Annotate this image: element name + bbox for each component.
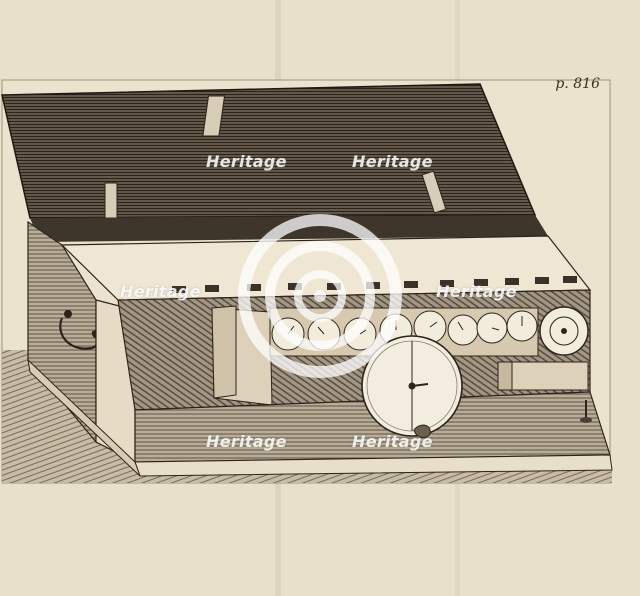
watermark-logo <box>238 214 402 378</box>
side-drawer-face <box>497 361 513 391</box>
watermark-text: Heritage <box>120 282 201 301</box>
lid-hinge <box>104 182 118 220</box>
floor-shadow <box>2 350 612 483</box>
crank-wheel-hub <box>408 382 416 390</box>
watermark-text: Heritage <box>352 432 433 451</box>
box-lid <box>1 83 537 219</box>
watermark-text: Heritage <box>206 432 287 451</box>
base-moulding-left <box>27 358 141 477</box>
handle-bracket <box>64 310 72 318</box>
wheel-stop <box>413 424 431 438</box>
drawer-block-side <box>211 305 237 399</box>
side-drawer <box>497 361 589 391</box>
watermark-text: Heritage <box>206 152 287 171</box>
right-dial-hub <box>561 328 567 334</box>
lid-hinge <box>421 170 447 214</box>
stylus-base <box>580 417 592 423</box>
lid-strap <box>202 95 226 137</box>
right-dial-inner <box>549 316 579 346</box>
watermark-text: Heritage <box>436 282 517 301</box>
page-number: p. 816 <box>555 76 600 92</box>
watermark-text: Heritage <box>352 152 433 171</box>
